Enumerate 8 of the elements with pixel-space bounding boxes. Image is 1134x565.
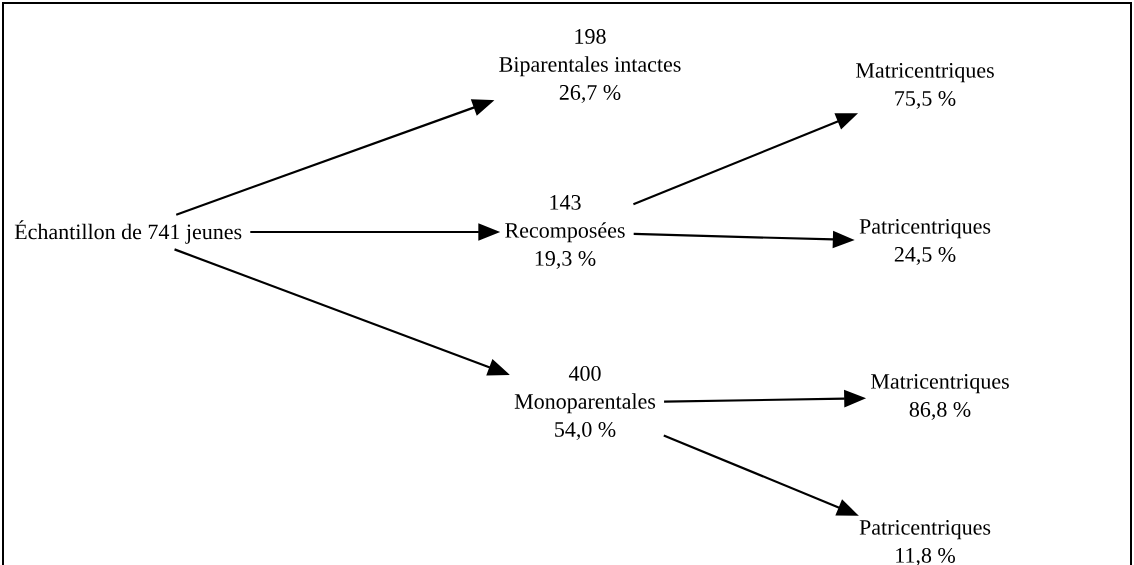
category-label: 400 Monoparentales 54,0 % [514, 366, 656, 440]
subcategory-label: Matricentriques 75,5 % [856, 63, 994, 109]
subcategory-label: Matricentriques 86,8 % [871, 374, 1009, 420]
subcategory-label: Patricentriques 11,8 % [859, 520, 991, 565]
category-label: 198 Biparentales intactes 26,7 % [499, 29, 681, 103]
sample-label: Échantillon de 741 jeunes [14, 220, 242, 244]
category-label: 143 Recomposées 19,3 % [505, 195, 625, 269]
subcategory-label: Patricentriques 24,5 % [859, 219, 991, 265]
